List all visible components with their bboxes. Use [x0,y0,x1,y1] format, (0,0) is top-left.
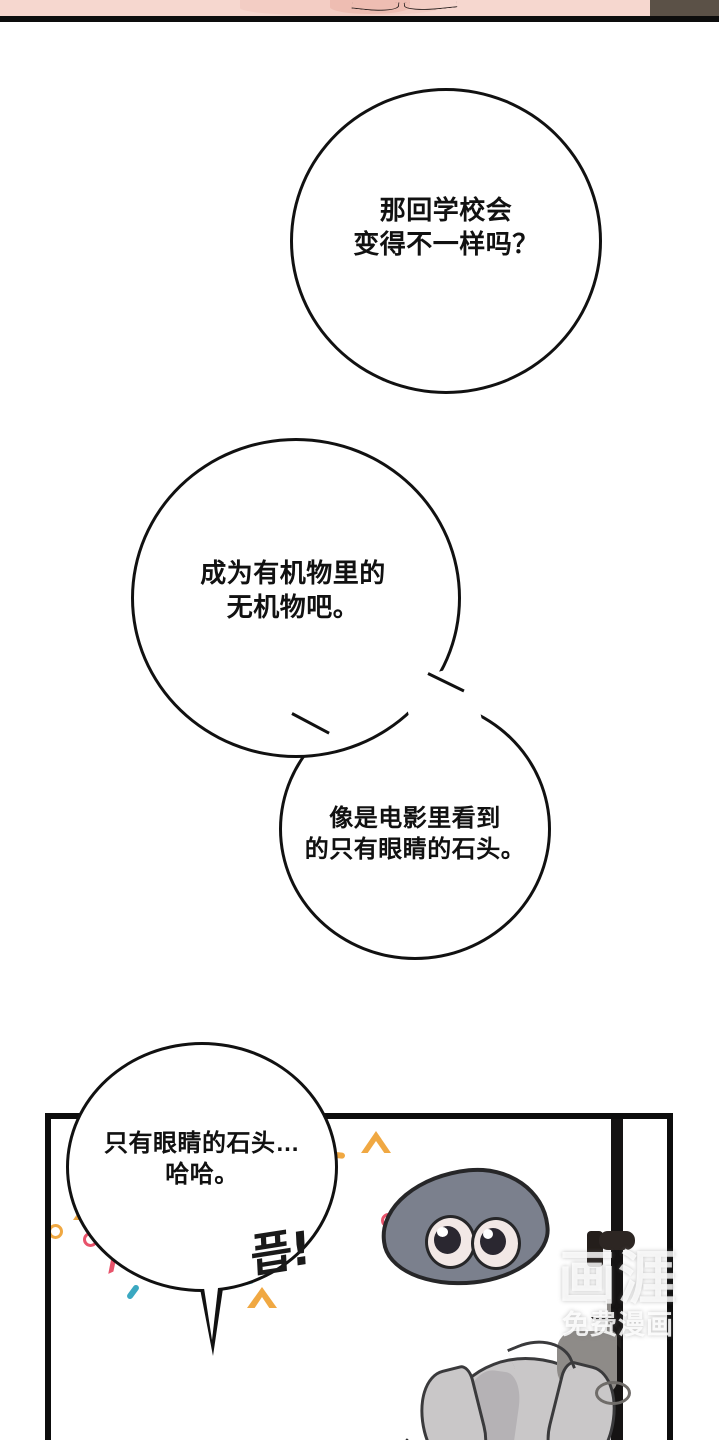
sound-effect-text: 픕! [249,1220,311,1284]
stand-clamp-ring [595,1381,631,1405]
stand-knob [599,1231,635,1250]
confetti-triangle-orange-3-inner [254,1297,270,1309]
speech-bubble-1-text: 那回学校会 变得不一样吗？ [353,195,539,259]
speech-bubble-1: 那回学校会 变得不一样吗？ [290,88,602,394]
stand-clamp-hook [591,1317,621,1349]
speech-bubble-4: 只有眼睛的石头… 哈哈。 [66,1042,338,1292]
top-partial-panel [0,0,719,22]
speech-bubble-4-text: 只有眼睛的石头… 哈哈。 [104,1129,300,1188]
background-dark-area [650,0,719,16]
confetti-dash-cyan-2 [125,1283,141,1301]
rock-eye-highlight-right [483,1229,493,1239]
rock-eye-left [425,1215,476,1269]
bubble-join-notch-left [270,684,330,734]
speech-bubble-4-tail-fill [200,1262,221,1340]
confetti-ring-orange-2 [51,1224,63,1239]
face-nose-shade [330,0,410,14]
speech-bubble-3-text: 像是电影里看到 的只有眼睛的石头。 [304,804,526,863]
rock-eye-highlight-left [437,1227,448,1237]
confetti-triangle-orange-1-inner [367,1141,385,1154]
speech-bubble-2-text: 成为有机物里的 无机物吧。 [200,558,386,622]
panel-bottom-border [0,16,719,22]
